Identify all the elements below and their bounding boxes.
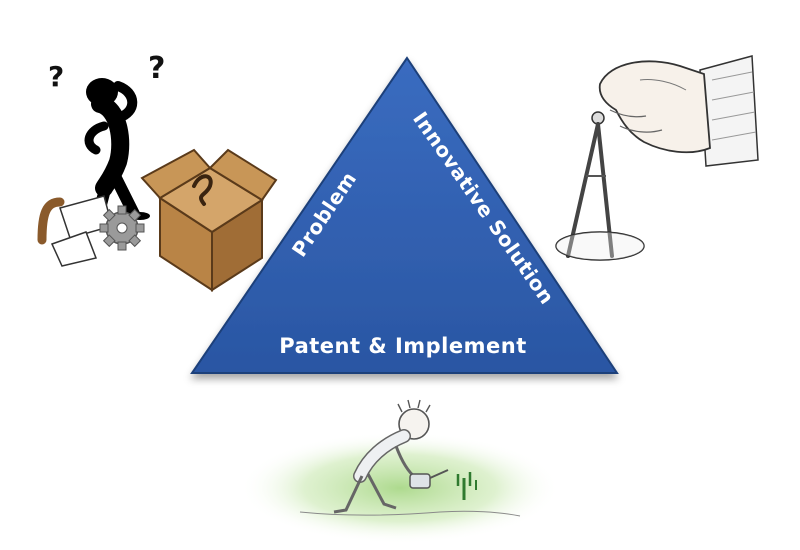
triangle-shape xyxy=(190,56,619,374)
question-mark-icon: ? xyxy=(48,60,64,93)
triangle-label-bottom: Patent & Implement xyxy=(279,334,527,358)
person-watering-plant-icon xyxy=(240,399,560,544)
confused-person-with-box-icon: ? ? xyxy=(37,51,278,292)
plant-sprout-icon xyxy=(456,472,477,500)
cardboard-box-icon xyxy=(140,148,278,292)
watering-can-icon xyxy=(409,469,449,489)
hand-with-compass-icon xyxy=(555,55,759,261)
gear-icon xyxy=(99,205,145,251)
question-mark-icon: ? xyxy=(148,51,165,86)
